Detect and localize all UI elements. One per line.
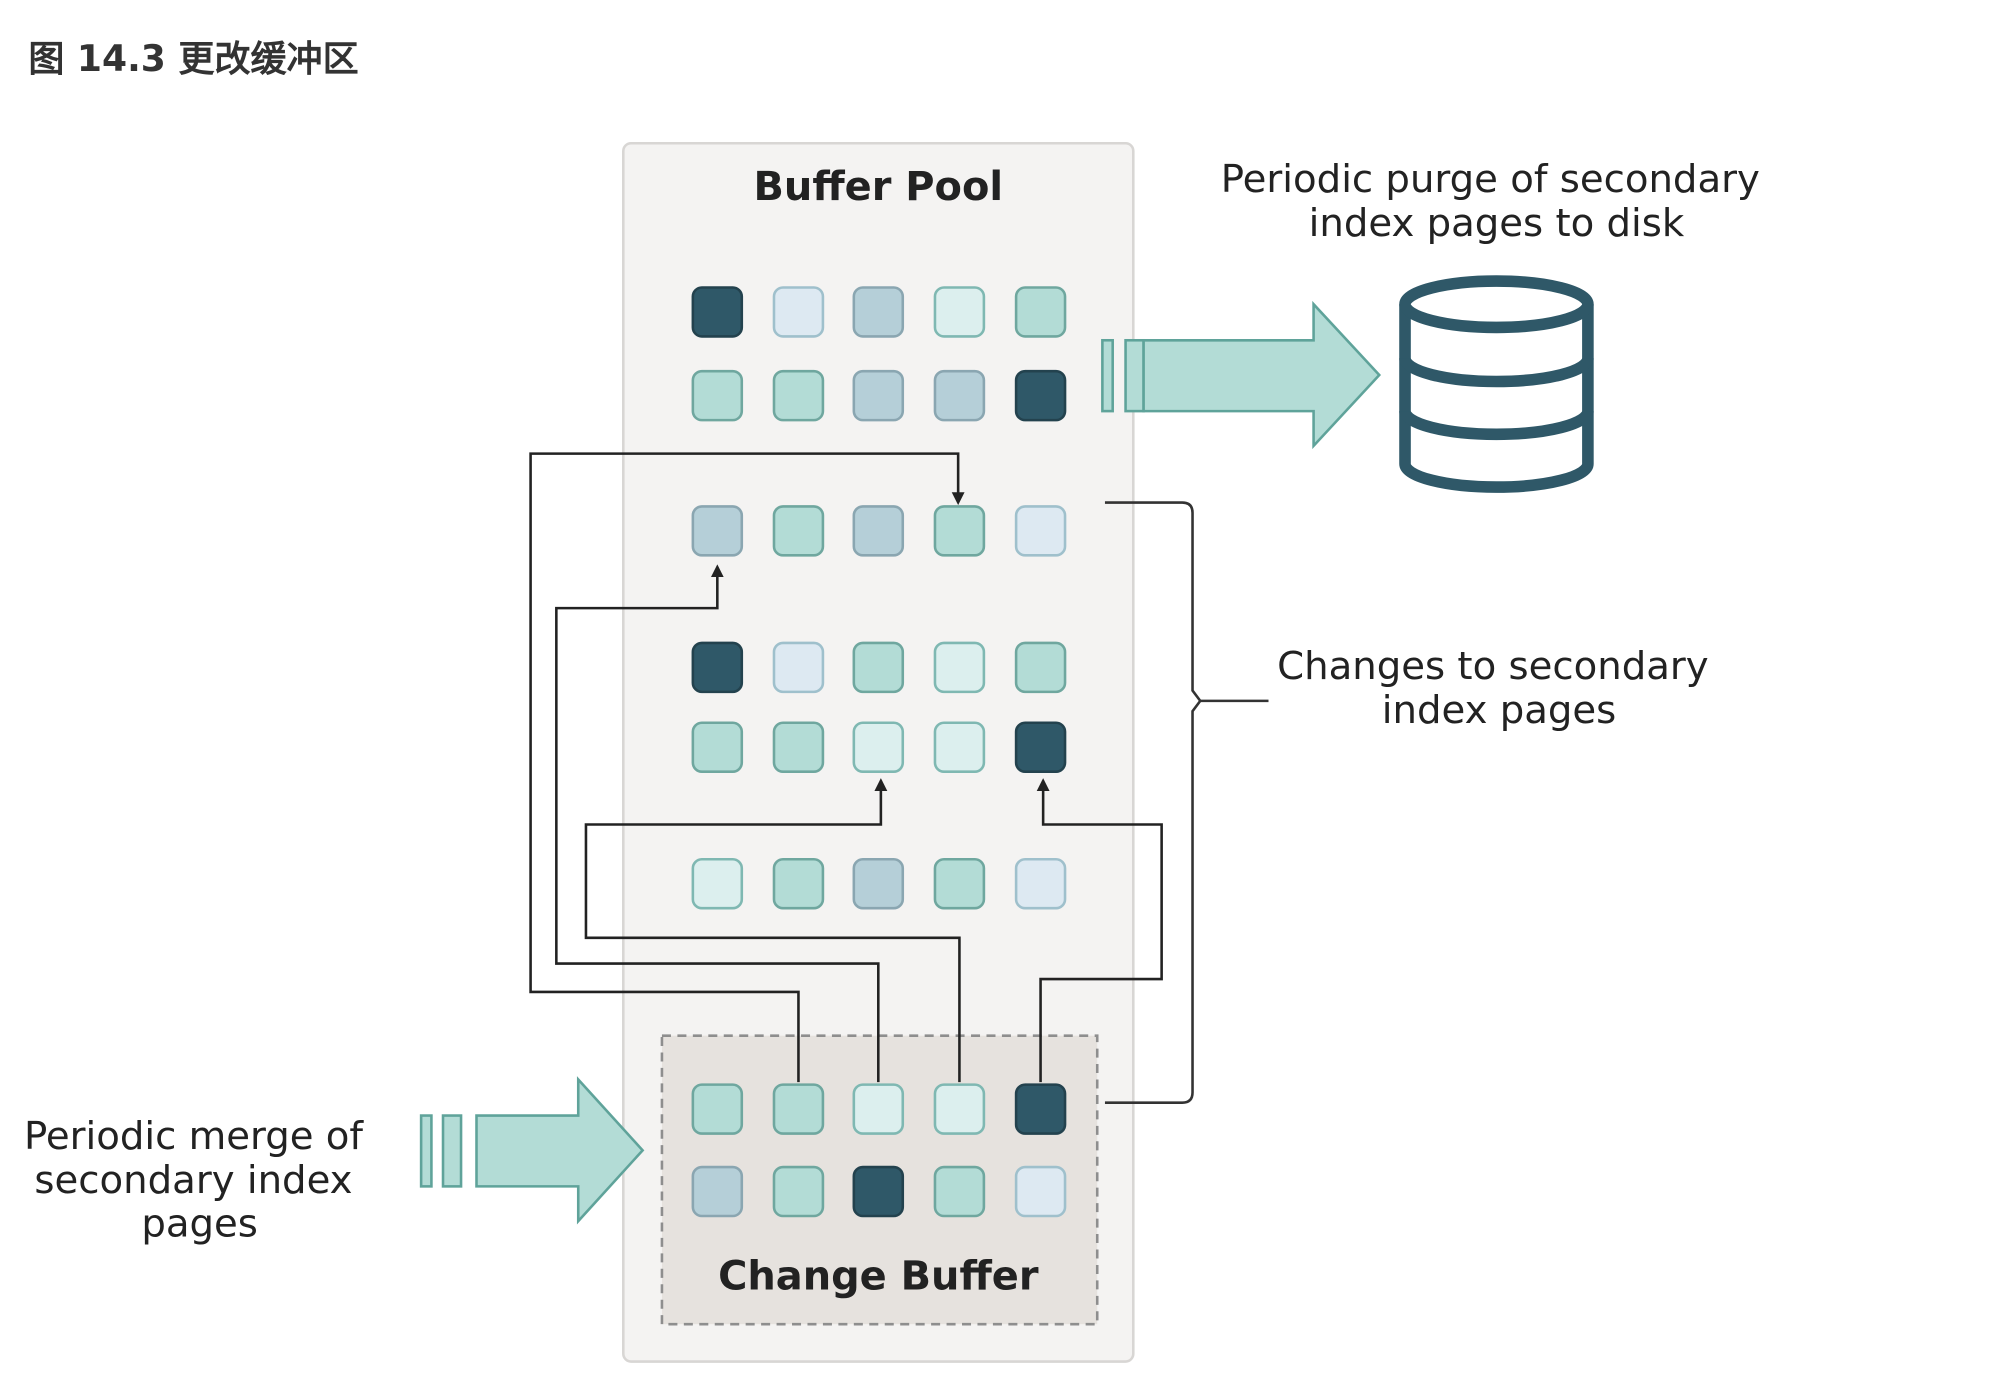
purge-label: Periodic purge of secondary index pages …: [1221, 157, 1772, 246]
index-page-square: [691, 857, 744, 910]
index-page-square: [852, 857, 905, 910]
connector-line: [584, 778, 961, 1083]
merge-label-line: secondary index: [34, 1158, 352, 1203]
index-page-square: [1014, 1165, 1067, 1218]
index-page-square: [772, 857, 825, 910]
index-page-square: [852, 1165, 905, 1218]
merge-arrow-icon: [419, 1076, 645, 1225]
index-page-square: [1014, 286, 1067, 338]
change-buffer-pages: [691, 1083, 1067, 1218]
index-page-square: [852, 641, 905, 694]
index-page-square: [772, 505, 825, 557]
index-page-square: [933, 369, 986, 422]
index-page-square: [852, 505, 905, 557]
changes-label-line: index pages: [1382, 688, 1617, 733]
index-page-square: [772, 721, 825, 773]
index-page-square: [1014, 641, 1067, 694]
figure-caption: 图 14.3 更改缓冲区: [28, 38, 358, 80]
buffer-pool-title: Buffer Pool: [754, 164, 1004, 210]
index-page-square: [691, 721, 744, 773]
changes-label: Changes to secondary index pages: [1277, 644, 1721, 733]
index-page-square: [1014, 857, 1067, 910]
index-page-square: [691, 1165, 744, 1218]
index-page-square: [852, 286, 905, 338]
index-page-square: [852, 1083, 905, 1135]
index-page-square: [772, 1165, 825, 1218]
index-page-square: [691, 641, 744, 694]
merge-connections: [529, 452, 1163, 1083]
purge-label-line: Periodic purge of secondary: [1221, 157, 1760, 202]
index-page-square: [772, 369, 825, 422]
index-page-square: [933, 721, 986, 773]
purge-label-line: index pages to disk: [1309, 201, 1685, 246]
index-page-square: [933, 641, 986, 694]
connector-line: [529, 452, 965, 1083]
buffer-pool-pages: [691, 286, 1067, 910]
index-page-square: [933, 286, 986, 338]
merge-label-line: pages: [141, 1202, 258, 1247]
index-page-square: [1014, 505, 1067, 557]
changes-label-line: Changes to secondary: [1277, 644, 1709, 689]
index-page-square: [772, 286, 825, 338]
index-page-square: [691, 369, 744, 422]
index-page-square: [772, 641, 825, 694]
index-page-square: [1014, 369, 1067, 422]
index-page-square: [852, 369, 905, 422]
merge-label-line: Periodic merge of: [24, 1114, 364, 1159]
connector-line: [555, 564, 880, 1083]
index-page-square: [933, 1083, 986, 1135]
change-buffer-title: Change Buffer: [718, 1253, 1039, 1299]
index-page-square: [772, 1083, 825, 1135]
index-page-square: [1014, 721, 1067, 773]
index-page-square: [691, 1083, 744, 1135]
index-page-square: [933, 857, 986, 910]
merge-label: Periodic merge of secondary index pages: [24, 1114, 375, 1247]
purge-arrow-icon: [1101, 300, 1382, 450]
changes-bracket: [1104, 501, 1269, 1104]
connector-line: [1036, 778, 1163, 1083]
index-page-square: [1014, 1083, 1067, 1135]
disk-icon: [1399, 275, 1594, 493]
index-page-square: [852, 721, 905, 773]
index-page-square: [691, 286, 744, 338]
index-page-square: [933, 1165, 986, 1218]
index-page-square: [933, 505, 986, 557]
index-page-square: [691, 505, 744, 557]
